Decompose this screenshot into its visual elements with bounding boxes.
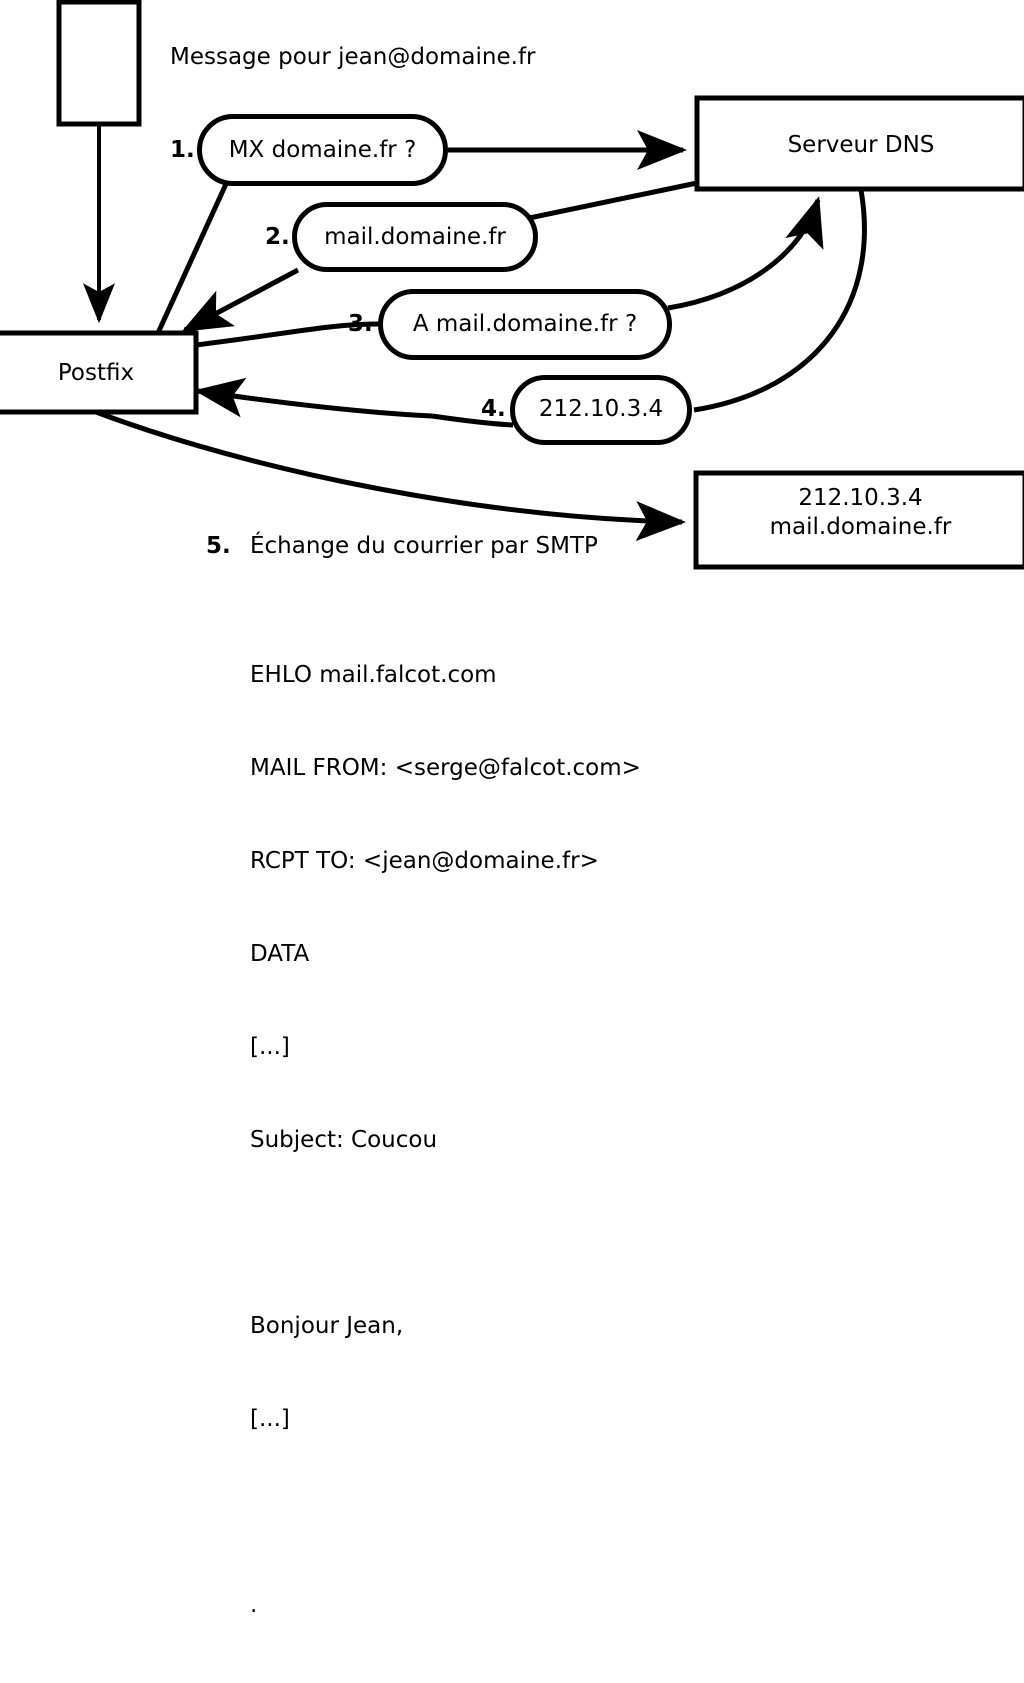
arrow-step5-smtp <box>95 409 686 542</box>
mailserver-box <box>693 470 1024 570</box>
client-box <box>56 0 142 127</box>
step-5-caption: Échange du courrier par SMTP <box>250 533 598 559</box>
smtp-line: RCPT TO: <jean@domaine.fr> <box>250 848 599 874</box>
message-note: Message pour jean@domaine.fr <box>170 44 536 70</box>
smtp-line: EHLO mail.falcot.com <box>250 662 497 688</box>
smtp-line: [...] <box>250 1406 290 1432</box>
step-number-3: 3. <box>348 311 373 337</box>
connector-postfix-to-bubble3 <box>195 321 381 348</box>
bubble-step-3-text: A mail.domaine.fr ? <box>412 311 638 337</box>
smtp-line: Subject: Coucou <box>250 1127 438 1153</box>
mailserver-hostname: mail.domaine.fr <box>769 513 952 540</box>
arrow-step3-to-dns <box>667 196 824 311</box>
mailserver-ip: 212.10.3.4 <box>798 485 923 511</box>
step-number-1: 1. <box>170 137 195 163</box>
step-number-4: 4. <box>481 396 506 422</box>
connector-dns-to-bubble4 <box>693 189 867 413</box>
bubble-step-4-text: 212.10.3.4 <box>538 396 664 422</box>
bubble-step-1 <box>197 114 448 186</box>
arrow-step2-to-postfix <box>181 267 300 333</box>
step-number-2: 2. <box>265 224 290 250</box>
smtp-line-blank <box>250 1497 641 1528</box>
mailserver-label: 212.10.3.4 mail.domaine.fr <box>696 484 1024 542</box>
dns-box <box>694 95 1024 192</box>
smtp-line: Bonjour Jean, <box>250 1313 404 1339</box>
connector-bubble4-tail <box>431 413 514 428</box>
bubble-step-3 <box>378 289 672 360</box>
connector-bubble1-to-postfix <box>155 182 229 335</box>
smtp-line-end-of-data: . <box>250 1592 258 1618</box>
bubble-step-1-text: MX domaine.fr ? <box>228 137 417 163</box>
dns-label: Serveur DNS <box>787 132 935 158</box>
smtp-line-blank <box>250 1218 641 1249</box>
smtp-line: MAIL FROM: <serge@falcot.com> <box>250 755 641 781</box>
bubble-step-2-text: mail.domaine.fr <box>324 224 506 250</box>
mail-routing-diagram: Message pour jean@domaine.fr Postfix Ser… <box>0 0 1024 1618</box>
diagram-canvas <box>0 0 1024 570</box>
postfix-box <box>0 330 199 415</box>
arrow-step4-to-postfix <box>194 377 433 419</box>
smtp-line: DATA <box>250 941 310 967</box>
bubble-step-2 <box>292 202 538 272</box>
smtp-transcript: EHLO mail.falcot.com MAIL FROM: <serge@f… <box>250 598 641 1683</box>
postfix-label: Postfix <box>57 360 135 386</box>
step-number-5: 5. <box>206 533 231 559</box>
bubble-step-4 <box>510 375 692 445</box>
smtp-line: [...] <box>250 1034 290 1060</box>
